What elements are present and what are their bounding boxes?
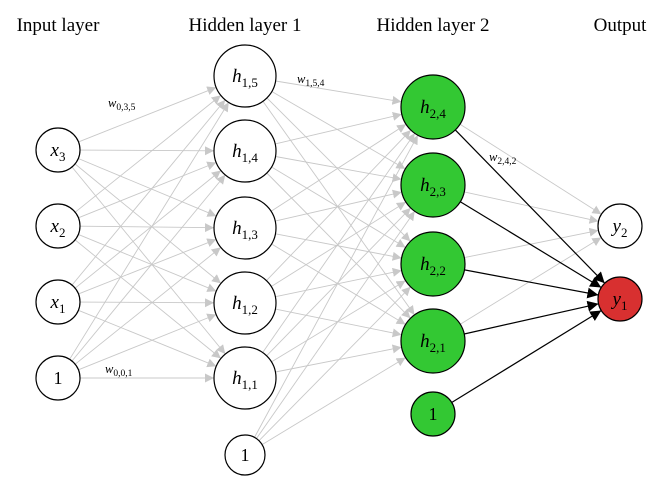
node-label: 1 bbox=[241, 445, 250, 465]
input-layer-title: Input layer bbox=[17, 15, 101, 36]
node-label: 1 bbox=[429, 404, 438, 424]
node-circle bbox=[213, 196, 277, 260]
edge-input-to-hidden1 bbox=[74, 247, 222, 365]
hidden1-node-h1-1: h1,1 bbox=[213, 346, 277, 410]
node-circle bbox=[35, 355, 81, 401]
hidden2-node-h2-2: h2,2 bbox=[400, 231, 466, 297]
edge-hidden2-to-y2 bbox=[460, 237, 602, 325]
hidden1-node-h1-2: h1,2 bbox=[213, 271, 277, 335]
edge-input-to-hidden1 bbox=[74, 170, 222, 289]
hidden-layer-1-title: Hidden layer 1 bbox=[189, 15, 302, 36]
edge-hidden1-to-hidden2 bbox=[275, 267, 402, 298]
hidden2-node-h2-3: h2,3 bbox=[400, 152, 466, 218]
weight-label-w0-3-5: w0,3,5 bbox=[108, 96, 136, 113]
node-circle bbox=[213, 44, 277, 108]
node-circle bbox=[35, 279, 81, 325]
connection-edges bbox=[69, 80, 606, 445]
edge-hidden1-to-hidden2 bbox=[275, 80, 402, 105]
edge-hidden1-to-hidden2 bbox=[275, 233, 402, 261]
hidden2-node-h2-1: h2,1 bbox=[400, 308, 466, 374]
weight-label-w1-5-4: w1,5,4 bbox=[297, 72, 325, 89]
edge-hidden1-to-hidden2 bbox=[256, 211, 416, 439]
node-label: 1 bbox=[54, 368, 63, 388]
node-circle bbox=[400, 74, 466, 140]
edge-input-to-hidden1 bbox=[79, 223, 215, 233]
edge-hidden1-to-hidden2 bbox=[254, 134, 419, 438]
edge-hidden1-to-hidden2 bbox=[262, 133, 416, 353]
edge-hidden1-to-hidden2 bbox=[270, 123, 407, 212]
node-circle bbox=[35, 127, 81, 173]
edge-input-to-hidden1 bbox=[69, 102, 230, 360]
edge-hidden1-to-hidden2 bbox=[275, 111, 402, 145]
node-circle bbox=[213, 346, 277, 410]
output-node-y1: y1 bbox=[597, 276, 643, 322]
edge-hidden1-to-hidden2 bbox=[275, 308, 402, 338]
input-node-x3: x3 bbox=[35, 127, 81, 173]
weight-label-w0-0-1: w0,0,1 bbox=[105, 362, 133, 379]
output-layer-title: Output bbox=[594, 15, 648, 36]
node-label: h2,3 bbox=[420, 175, 446, 199]
edge-hidden1-to-hidden2 bbox=[271, 91, 406, 170]
edge-hidden1-to-hidden2 bbox=[271, 243, 406, 325]
hidden1-bias-node: 1 bbox=[224, 434, 266, 476]
edge-hidden1-to-hidden2 bbox=[262, 101, 415, 316]
edge-input-to-hidden1 bbox=[78, 158, 217, 217]
edge-hidden2-to-y1 bbox=[464, 300, 599, 335]
edge-hidden2-to-y1 bbox=[459, 201, 602, 289]
edge-hidden1-to-hidden2 bbox=[261, 357, 406, 445]
edge-input-to-hidden1 bbox=[74, 239, 222, 359]
hidden2-bias-node: 1 bbox=[410, 391, 456, 437]
edge-input-to-hidden1 bbox=[74, 163, 222, 284]
edge-input-to-hidden1 bbox=[78, 313, 217, 371]
hidden1-node-h1-5: h1,5 bbox=[213, 44, 277, 108]
edge-hidden2-to-y2 bbox=[464, 191, 599, 224]
node-circle bbox=[597, 203, 643, 249]
edge-input-to-hidden1 bbox=[78, 161, 217, 219]
input-node-x1: x1 bbox=[35, 279, 81, 325]
edge-input-to-hidden1 bbox=[78, 86, 217, 143]
node-circle bbox=[400, 152, 466, 218]
hidden-layer-2-title: Hidden layer 2 bbox=[377, 15, 490, 36]
node-circle bbox=[213, 271, 277, 335]
edge-hidden1-to-hidden2 bbox=[258, 286, 411, 442]
edge-hidden2-to-y1 bbox=[454, 129, 606, 284]
edge-hidden1-to-hidden2 bbox=[271, 166, 406, 248]
node-circle bbox=[400, 231, 466, 297]
edge-input-to-hidden1 bbox=[79, 146, 215, 156]
edge-input-to-hidden1 bbox=[71, 174, 226, 362]
edge-input-to-hidden1 bbox=[71, 166, 226, 355]
node-circle bbox=[400, 308, 466, 374]
edge-input-to-hidden1 bbox=[78, 309, 217, 368]
node-circle bbox=[224, 434, 266, 476]
node-circle bbox=[410, 391, 456, 437]
edge-hidden1-to-hidden2 bbox=[275, 189, 402, 222]
edge-hidden1-to-hidden2 bbox=[266, 129, 412, 281]
node-circle bbox=[35, 203, 81, 249]
node-circle bbox=[213, 119, 277, 183]
edge-input-to-hidden1 bbox=[78, 233, 217, 292]
network-nodes: x3 x2 x1 1 h1,5 h1,4 h1,3 h1,2 h1,1 1 h2,4 h2,3 h2,2… bbox=[35, 44, 643, 476]
edge-hidden2-to-y1 bbox=[451, 309, 602, 404]
input-bias-node: 1 bbox=[35, 355, 81, 401]
output-node-y2: y2 bbox=[597, 203, 643, 249]
weight-label-w2-4-2: w2,4,2 bbox=[489, 150, 517, 167]
edge-input-to-hidden1 bbox=[74, 95, 222, 213]
edge-hidden2-to-y1 bbox=[464, 269, 599, 299]
hidden1-node-h1-3: h1,3 bbox=[213, 196, 277, 260]
edge-input-to-hidden1 bbox=[79, 298, 215, 308]
input-node-x2: x2 bbox=[35, 203, 81, 249]
edge-hidden1-to-hidden2 bbox=[271, 201, 407, 287]
edge-input-to-hidden1 bbox=[71, 99, 226, 286]
hidden2-node-h2-4: h2,4 bbox=[400, 74, 466, 140]
hidden1-node-h1-4: h1,4 bbox=[213, 119, 277, 183]
edge-input-to-hidden1 bbox=[78, 238, 217, 295]
edge-hidden1-to-hidden2 bbox=[266, 97, 411, 242]
node-circle bbox=[597, 276, 643, 322]
edge-hidden2-to-y2 bbox=[464, 227, 599, 259]
edge-hidden2-to-y2 bbox=[459, 123, 602, 215]
